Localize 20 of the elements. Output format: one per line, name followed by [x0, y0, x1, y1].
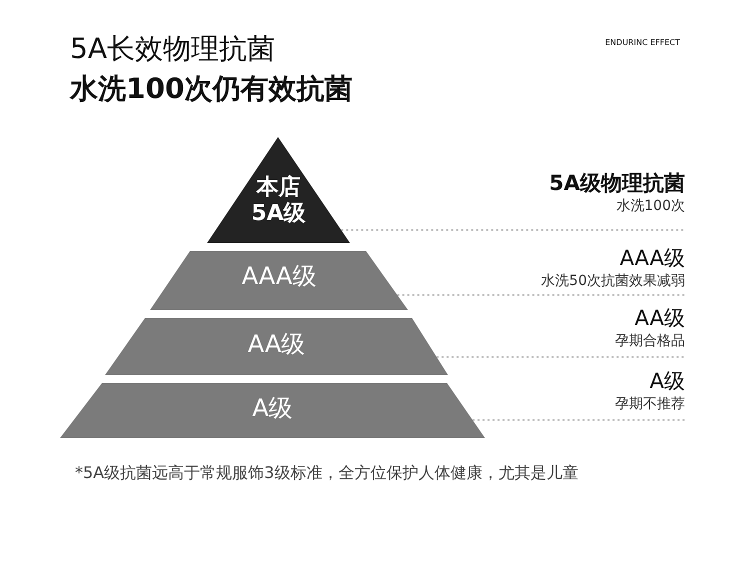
subtitle: 水洗100次仍有效抗菌 — [70, 71, 352, 107]
level-heading: AA级 — [634, 305, 685, 332]
level-heading: 5A级物理抗菌 — [548, 170, 685, 197]
tag-text: ENDURINC EFFECT — [605, 38, 680, 47]
tier-label: AA级 — [246, 330, 306, 359]
level-description: 水洗100次 — [615, 197, 685, 216]
leader-line — [472, 419, 685, 421]
level-description: 孕期合格品 — [614, 332, 685, 352]
tier-label: 本店5A级 — [250, 175, 307, 228]
leader-line — [341, 229, 685, 231]
leader-line — [436, 356, 685, 358]
level-heading: AAA级 — [618, 245, 685, 272]
level-description: 孕期不推荐 — [614, 395, 685, 414]
level-heading: A级 — [648, 368, 685, 395]
tier-label: AAA级 — [240, 262, 318, 291]
leader-line — [397, 294, 685, 296]
tier-label: A级 — [251, 394, 294, 423]
footnote: *5A级抗菌远高于常规服饰3级标准，全方位保护人体健康，尤其是儿童 — [75, 463, 578, 484]
level-description: 水洗50次抗菌效果减弱 — [540, 272, 685, 292]
title: 5A长效物理抗菌 — [70, 31, 275, 67]
